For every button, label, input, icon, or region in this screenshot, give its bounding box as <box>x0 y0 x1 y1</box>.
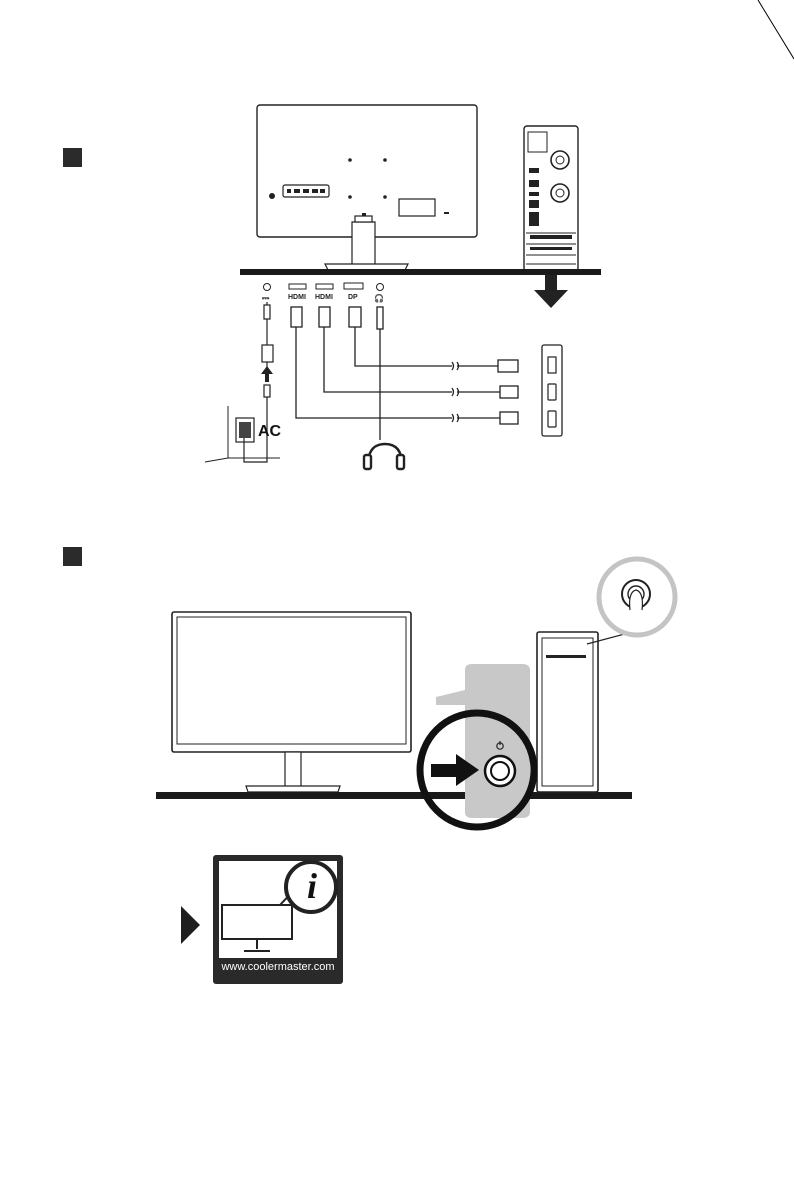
info-glyph-icon: i <box>300 864 324 908</box>
info-card <box>0 0 794 1000</box>
website-url: www.coolermaster.com <box>213 961 343 973</box>
